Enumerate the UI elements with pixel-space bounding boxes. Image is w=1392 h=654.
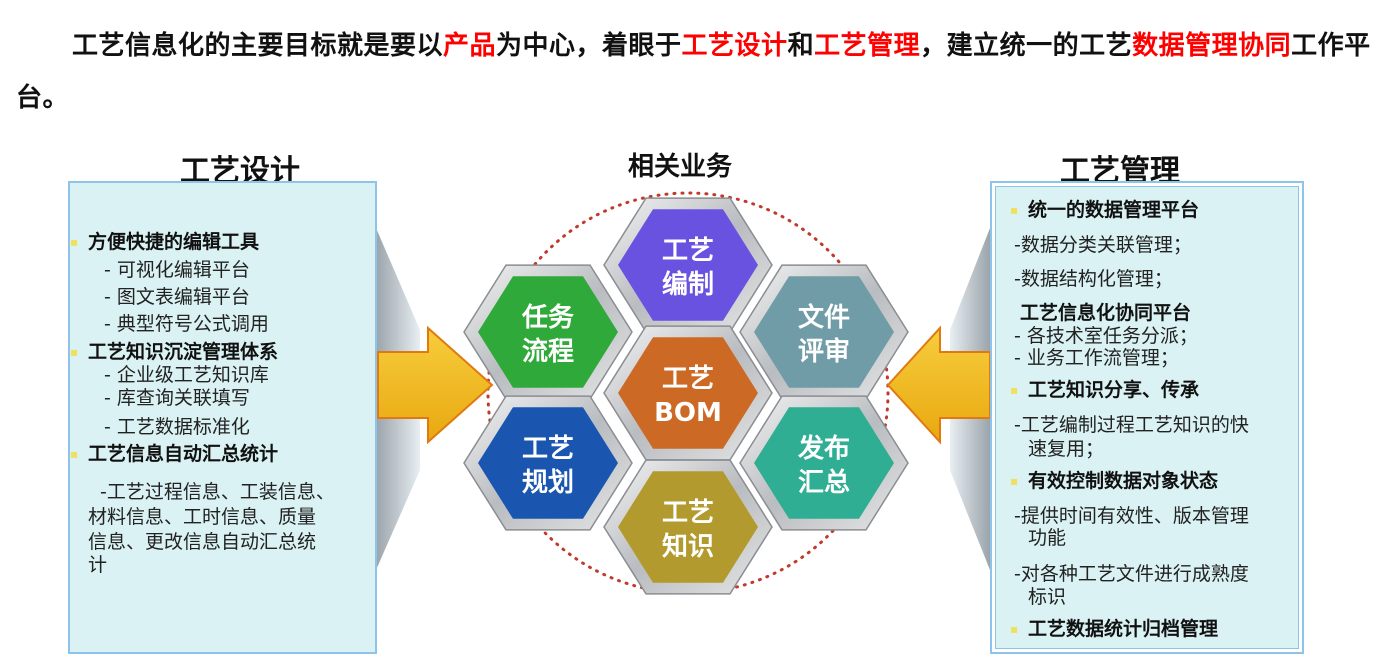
hex-fill (478, 407, 618, 519)
hex-label-line2: 汇总 (798, 468, 850, 498)
hex-node: 工艺 BOM (603, 325, 773, 461)
left-panel-item: - 可视化编辑平台 (104, 259, 250, 281)
hex-label-line1: 发布 (797, 433, 850, 464)
intro-highlight-design: 工艺设计 (681, 31, 788, 61)
left-panel-item: - 图文表编辑平台 (104, 286, 250, 308)
right-panel-item: -对各种工艺文件进行成熟度 (1014, 563, 1249, 585)
left-panel-item: - 工艺数据标准化 (104, 416, 250, 438)
hex-label-line2: BOM (654, 398, 722, 428)
left-panel-item: 信息、更改信息自动汇总统 (88, 531, 317, 553)
hex-label-line1: 工艺 (662, 498, 714, 528)
intro-highlight-management: 工艺管理 (814, 31, 921, 61)
intro-text-4: ，建立统一的工艺 (920, 31, 1133, 61)
right-panel-bullet-icon: ▪ (1010, 383, 1019, 397)
left-panel-bullet-icon: ▪ (70, 235, 79, 249)
left-arrow (377, 325, 494, 445)
hex-label-line2: 流程 (522, 337, 574, 367)
hex-fill (754, 407, 894, 519)
left-panel-item: 材料信息、工时信息、质量 (88, 506, 317, 528)
hex-label-line2: 规划 (522, 468, 574, 498)
right-panel-item: -提供时间有效性、版本管理 (1014, 505, 1249, 527)
right-panel-heading: 工艺知识分享、传承 (1028, 379, 1200, 401)
hex-label-line2: 评审 (798, 336, 850, 367)
right-panel-item: - 业务工作流管理； (1014, 347, 1179, 369)
hex-node: 工艺知识 (603, 459, 773, 595)
intro-text-5: 工作平台。 (16, 31, 1371, 113)
left-panel-bullet-icon: ▪ (70, 447, 79, 461)
left-panel-item: -工艺过程信息、工装信息、 (100, 481, 335, 503)
right-panel-item: -数据分类关联管理； (1014, 234, 1192, 256)
right-panel-item: -数据结构化管理； (1014, 268, 1173, 290)
left-panel-item: 计 (88, 554, 108, 576)
right-panel (990, 181, 1304, 654)
hex-fill (754, 276, 894, 388)
right-panel-item: -工艺编制过程工艺知识的快 (1014, 414, 1249, 436)
intro-paragraph: 工艺信息化的主要目标就是要以产品为中心，着眼于工艺设计和工艺管理，建立统一的工艺… (16, 20, 1378, 124)
left-panel-bullet-icon: ▪ (70, 345, 79, 359)
right-panel-heading: 工艺信息化协同平台 (1020, 302, 1192, 324)
hex-label-line2: 知识 (662, 532, 714, 562)
right-panel-item: 速复用； (1028, 438, 1105, 460)
hex-node: 工艺编制 (603, 197, 773, 333)
intro-highlight-product: 产品 (443, 31, 497, 61)
intro-text-3: 和 (787, 31, 815, 61)
hex-fill (618, 471, 758, 583)
hex-label-line1: 工艺 (522, 434, 574, 464)
hex-label-line1: 工艺 (662, 364, 714, 394)
hex-fill (618, 209, 758, 321)
hex-fill (478, 276, 618, 388)
right-panel-item: 功能 (1028, 527, 1067, 549)
right-panel-bullet-icon: ▪ (1010, 474, 1019, 488)
hex-label-line1: 工艺 (662, 236, 714, 266)
right-panel-bullet-icon: ▪ (1010, 622, 1019, 636)
right-panel-item: 标识 (1028, 586, 1067, 608)
hex-label-line1: 任务 (521, 303, 574, 333)
right-panel-heading: 工艺数据统计归档管理 (1028, 618, 1219, 640)
middle-column-title: 相关业务 (627, 152, 732, 182)
left-panel-item: - 库查询关联填写 (104, 387, 250, 409)
left-panel-heading: 方便快捷的编辑工具 (88, 231, 260, 253)
right-panel-item: - 各技术室任务分派； (1014, 325, 1198, 347)
hex-label-line2: 编制 (662, 269, 714, 300)
hex-label-line1: 文件 (798, 302, 850, 333)
left-panel (68, 181, 377, 654)
intro-text-1: 工艺信息化的主要目标就是要以 (72, 31, 444, 61)
intro-highlight-data: 数据管理协同 (1132, 31, 1292, 61)
left-panel-heading: 工艺信息自动汇总统计 (88, 443, 279, 465)
intro-text-2: 为中心，着眼于 (496, 31, 682, 61)
hex-fill (618, 337, 758, 449)
left-panel-item: - 典型符号公式调用 (104, 313, 269, 335)
right-panel-heading: 有效控制数据对象状态 (1028, 470, 1219, 492)
left-panel-heading: 工艺知识沉淀管理体系 (88, 341, 279, 363)
right-panel-bullet-icon: ▪ (1010, 203, 1019, 217)
right-arrow (886, 325, 991, 445)
right-panel-heading: 统一的数据管理平台 (1028, 199, 1200, 221)
left-panel-item: - 企业级工艺知识库 (104, 364, 269, 386)
